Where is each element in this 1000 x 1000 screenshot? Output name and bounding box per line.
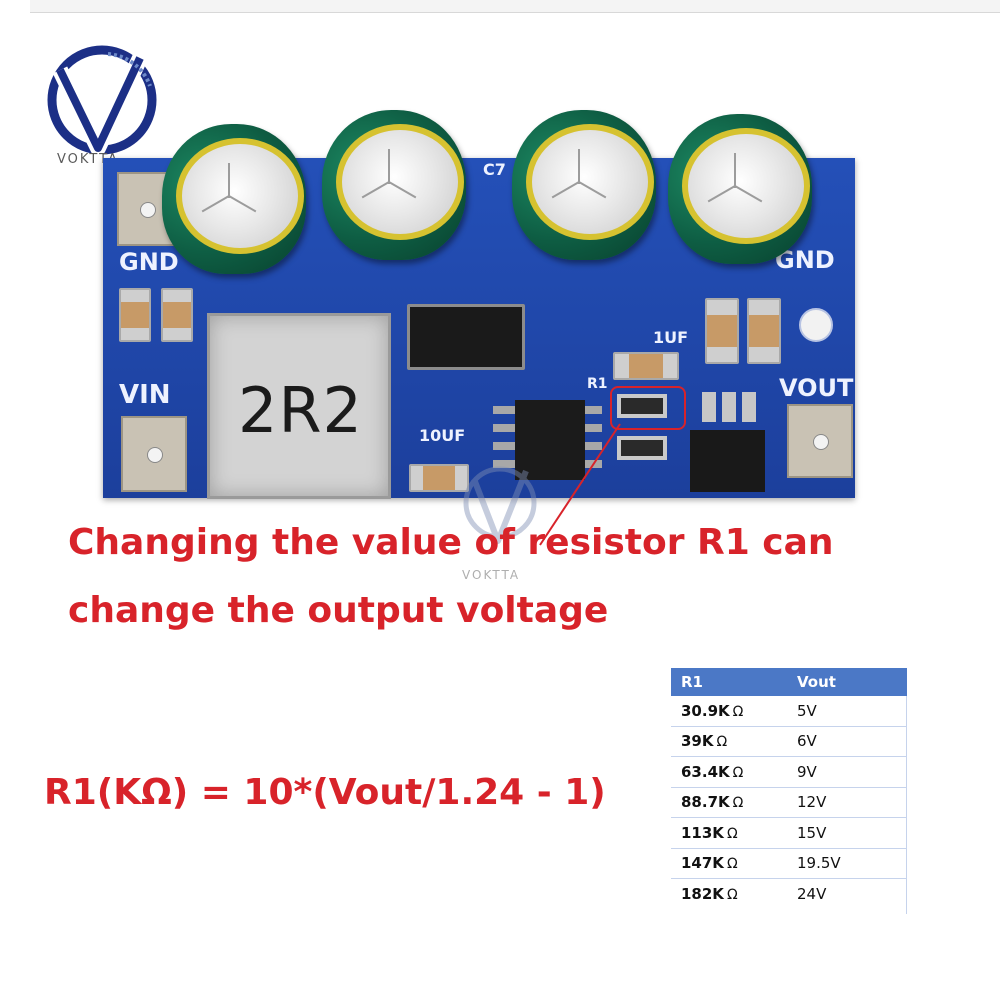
regulator-pin bbox=[742, 392, 756, 422]
r1-label: R1 bbox=[587, 376, 608, 392]
electrolytic-capacitor bbox=[162, 124, 306, 274]
input-capacitor bbox=[119, 288, 151, 342]
controller-ic bbox=[515, 400, 585, 480]
header-r1: R1 bbox=[671, 668, 787, 696]
ic-pin bbox=[493, 460, 515, 468]
gnd-left-label: GND bbox=[119, 248, 179, 276]
cap-10uf-label: 10UF bbox=[419, 426, 466, 445]
diode bbox=[407, 304, 525, 370]
vout-value: 15V bbox=[787, 817, 907, 849]
capacitor-1uf bbox=[613, 352, 679, 380]
formula: R1(KΩ) = 10*(Vout/1.24 - 1) bbox=[44, 772, 606, 813]
ohm-unit: Ω bbox=[732, 703, 744, 720]
ohm-unit: Ω bbox=[732, 764, 744, 781]
ic-pin bbox=[493, 442, 515, 450]
vout-value: 12V bbox=[787, 787, 907, 818]
vout-value: 19.5V bbox=[787, 848, 907, 879]
cap-ref-label: C7 bbox=[483, 160, 506, 179]
vout-label: VOUT bbox=[779, 374, 854, 402]
top-border bbox=[30, 0, 1000, 13]
vout-value: 6V bbox=[787, 726, 907, 757]
caption-line-2: change the output voltage bbox=[68, 590, 609, 631]
vout-value: 24V bbox=[797, 884, 827, 903]
ic-pin bbox=[493, 424, 515, 432]
resistor-r1 bbox=[617, 394, 667, 418]
ic-pin bbox=[580, 424, 602, 432]
r1-value: 30.9K bbox=[681, 701, 730, 720]
vin-pad bbox=[121, 416, 187, 492]
electrolytic-capacitor bbox=[668, 114, 812, 264]
input-capacitor bbox=[161, 288, 193, 342]
output-capacitor bbox=[747, 298, 781, 364]
watermark-wordmark: VOKTTA bbox=[462, 568, 521, 582]
table-border bbox=[906, 696, 907, 914]
ohm-unit: Ω bbox=[726, 825, 738, 842]
r1-value: 147K bbox=[681, 854, 724, 873]
r1-value: 182K bbox=[681, 884, 724, 903]
ic-pin bbox=[580, 406, 602, 414]
table-header-row: R1 Vout bbox=[671, 668, 907, 696]
inductor: 2R2 bbox=[207, 313, 391, 499]
r1-value: 88.7K bbox=[681, 793, 730, 812]
resistor bbox=[617, 436, 667, 460]
regulator bbox=[690, 430, 765, 492]
ic-pin bbox=[493, 406, 515, 414]
regulator-pin bbox=[722, 392, 736, 422]
ohm-unit: Ω bbox=[726, 886, 738, 903]
capacitor-10uf bbox=[409, 464, 469, 492]
ohm-unit: Ω bbox=[726, 856, 738, 873]
ohm-unit: Ω bbox=[716, 734, 728, 751]
voktta-logo bbox=[47, 45, 157, 156]
watermark-logo bbox=[463, 466, 537, 544]
electrolytic-capacitor bbox=[322, 110, 466, 260]
ic-pin bbox=[580, 460, 602, 468]
r1-value: 63.4K bbox=[681, 762, 730, 781]
inductor-marking: 2R2 bbox=[238, 374, 363, 447]
electrolytic-capacitor bbox=[512, 110, 656, 260]
ohm-unit: Ω bbox=[732, 795, 744, 812]
ic-pin bbox=[580, 442, 602, 450]
r1-highlight bbox=[610, 386, 686, 430]
logo-wordmark: VOKTTA bbox=[57, 152, 119, 167]
r1-value: 39K bbox=[681, 732, 714, 751]
mounting-hole bbox=[799, 308, 833, 342]
output-capacitor bbox=[705, 298, 739, 364]
vout-value: 5V bbox=[787, 696, 907, 727]
caption-line-1: Changing the value of resistor R1 can bbox=[68, 522, 834, 563]
vin-label: VIN bbox=[119, 380, 171, 410]
r1-value: 113K bbox=[681, 823, 724, 842]
vout-value: 9V bbox=[787, 756, 907, 788]
regulator-pin bbox=[702, 392, 716, 422]
cap-1uf-label: 1UF bbox=[653, 328, 689, 347]
vout-pad bbox=[787, 404, 853, 478]
header-vout: Vout bbox=[787, 668, 907, 696]
